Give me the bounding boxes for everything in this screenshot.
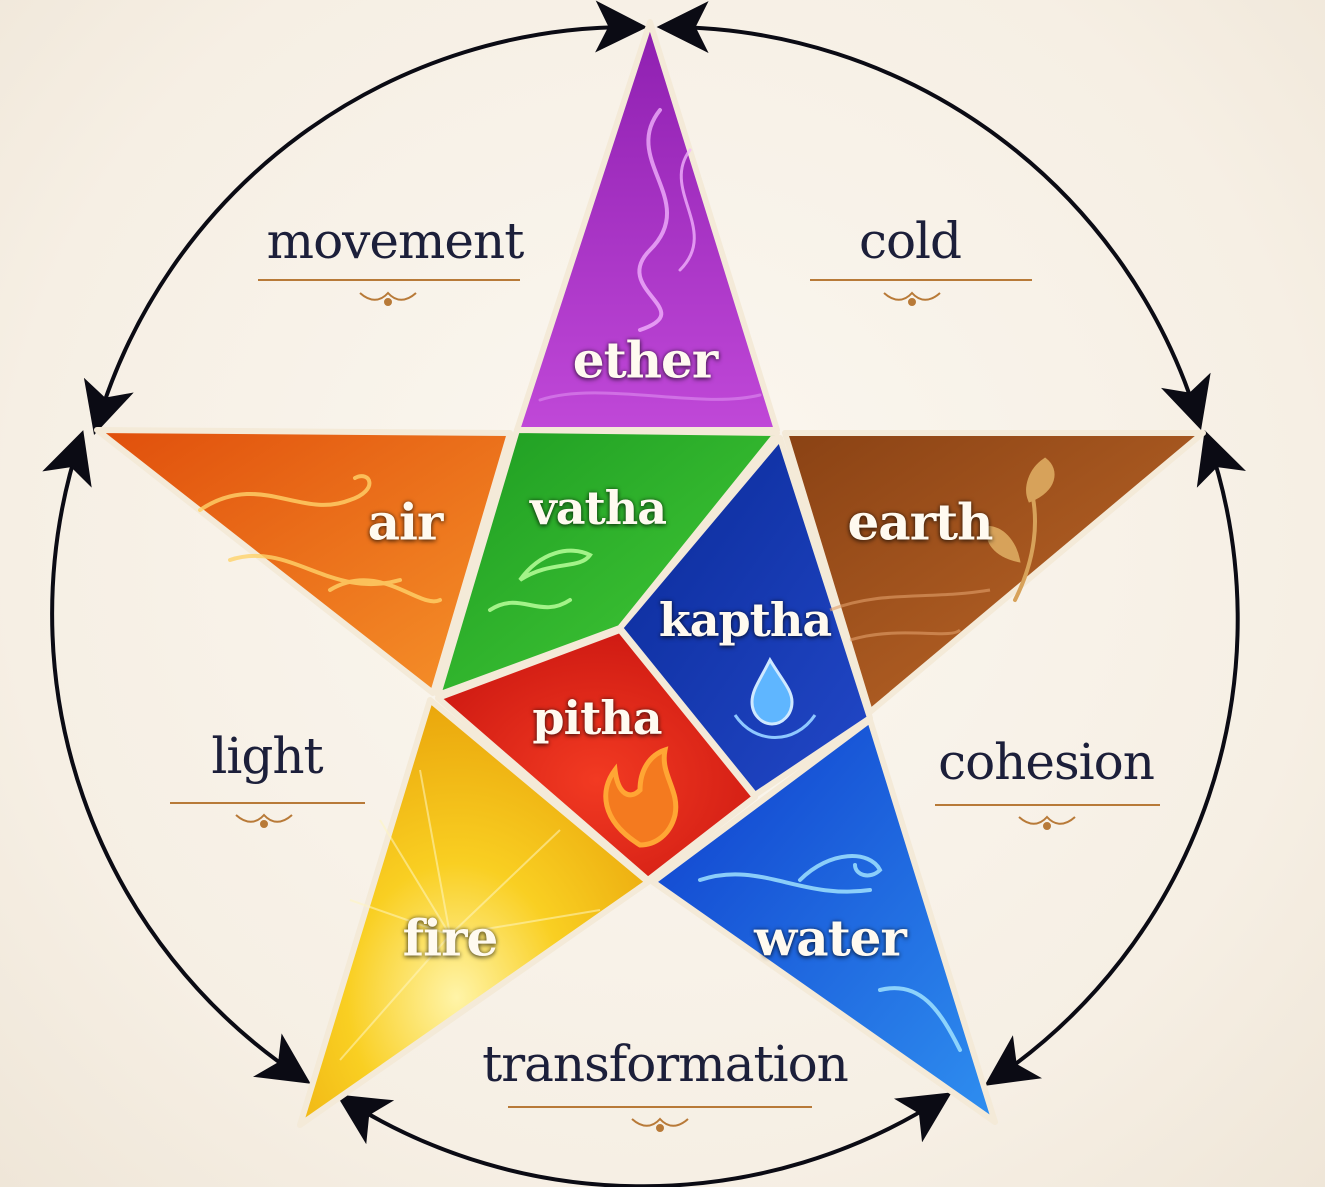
quality-label-transformation: transformation xyxy=(482,1035,849,1093)
ether-smoke-motif xyxy=(538,108,762,402)
quality-label-light: light xyxy=(211,727,323,785)
water-wave-motif xyxy=(698,854,962,1052)
arc-right xyxy=(984,430,1247,1086)
water-drop-icon xyxy=(733,656,817,739)
element-label-earth: earth xyxy=(847,492,994,552)
air-region xyxy=(94,427,513,696)
arc-left xyxy=(42,430,311,1084)
earth-region xyxy=(782,430,1206,715)
element-label-water: water xyxy=(754,908,907,968)
fire-rays-motif xyxy=(339,769,601,1061)
quality-label-cohesion: cohesion xyxy=(938,733,1155,791)
dosha-label-vatha: vatha xyxy=(529,481,667,535)
arc-bottom xyxy=(336,1092,952,1187)
vatha-leaf-icon xyxy=(488,548,593,612)
arc-top-left xyxy=(83,0,648,435)
quality-label-cold: cold xyxy=(858,212,962,270)
element-label-air: air xyxy=(367,492,444,552)
dosha-label-kaptha: kaptha xyxy=(658,593,832,647)
element-label-fire: fire xyxy=(402,908,499,968)
quality-label-movement: movement xyxy=(266,212,525,270)
earth-hills-motif xyxy=(829,588,991,642)
leaf-icon xyxy=(986,457,1055,602)
water-region xyxy=(650,717,998,1125)
star xyxy=(94,19,1206,1128)
air-wind-motif xyxy=(198,474,442,604)
cycle-arrows xyxy=(42,0,1247,1187)
flame-icon xyxy=(603,746,679,848)
arc-top-right xyxy=(656,1,1211,430)
dosha-label-pitha: pitha xyxy=(532,691,662,745)
element-label-ether: ether xyxy=(572,330,718,390)
ornaments xyxy=(170,279,1160,1132)
